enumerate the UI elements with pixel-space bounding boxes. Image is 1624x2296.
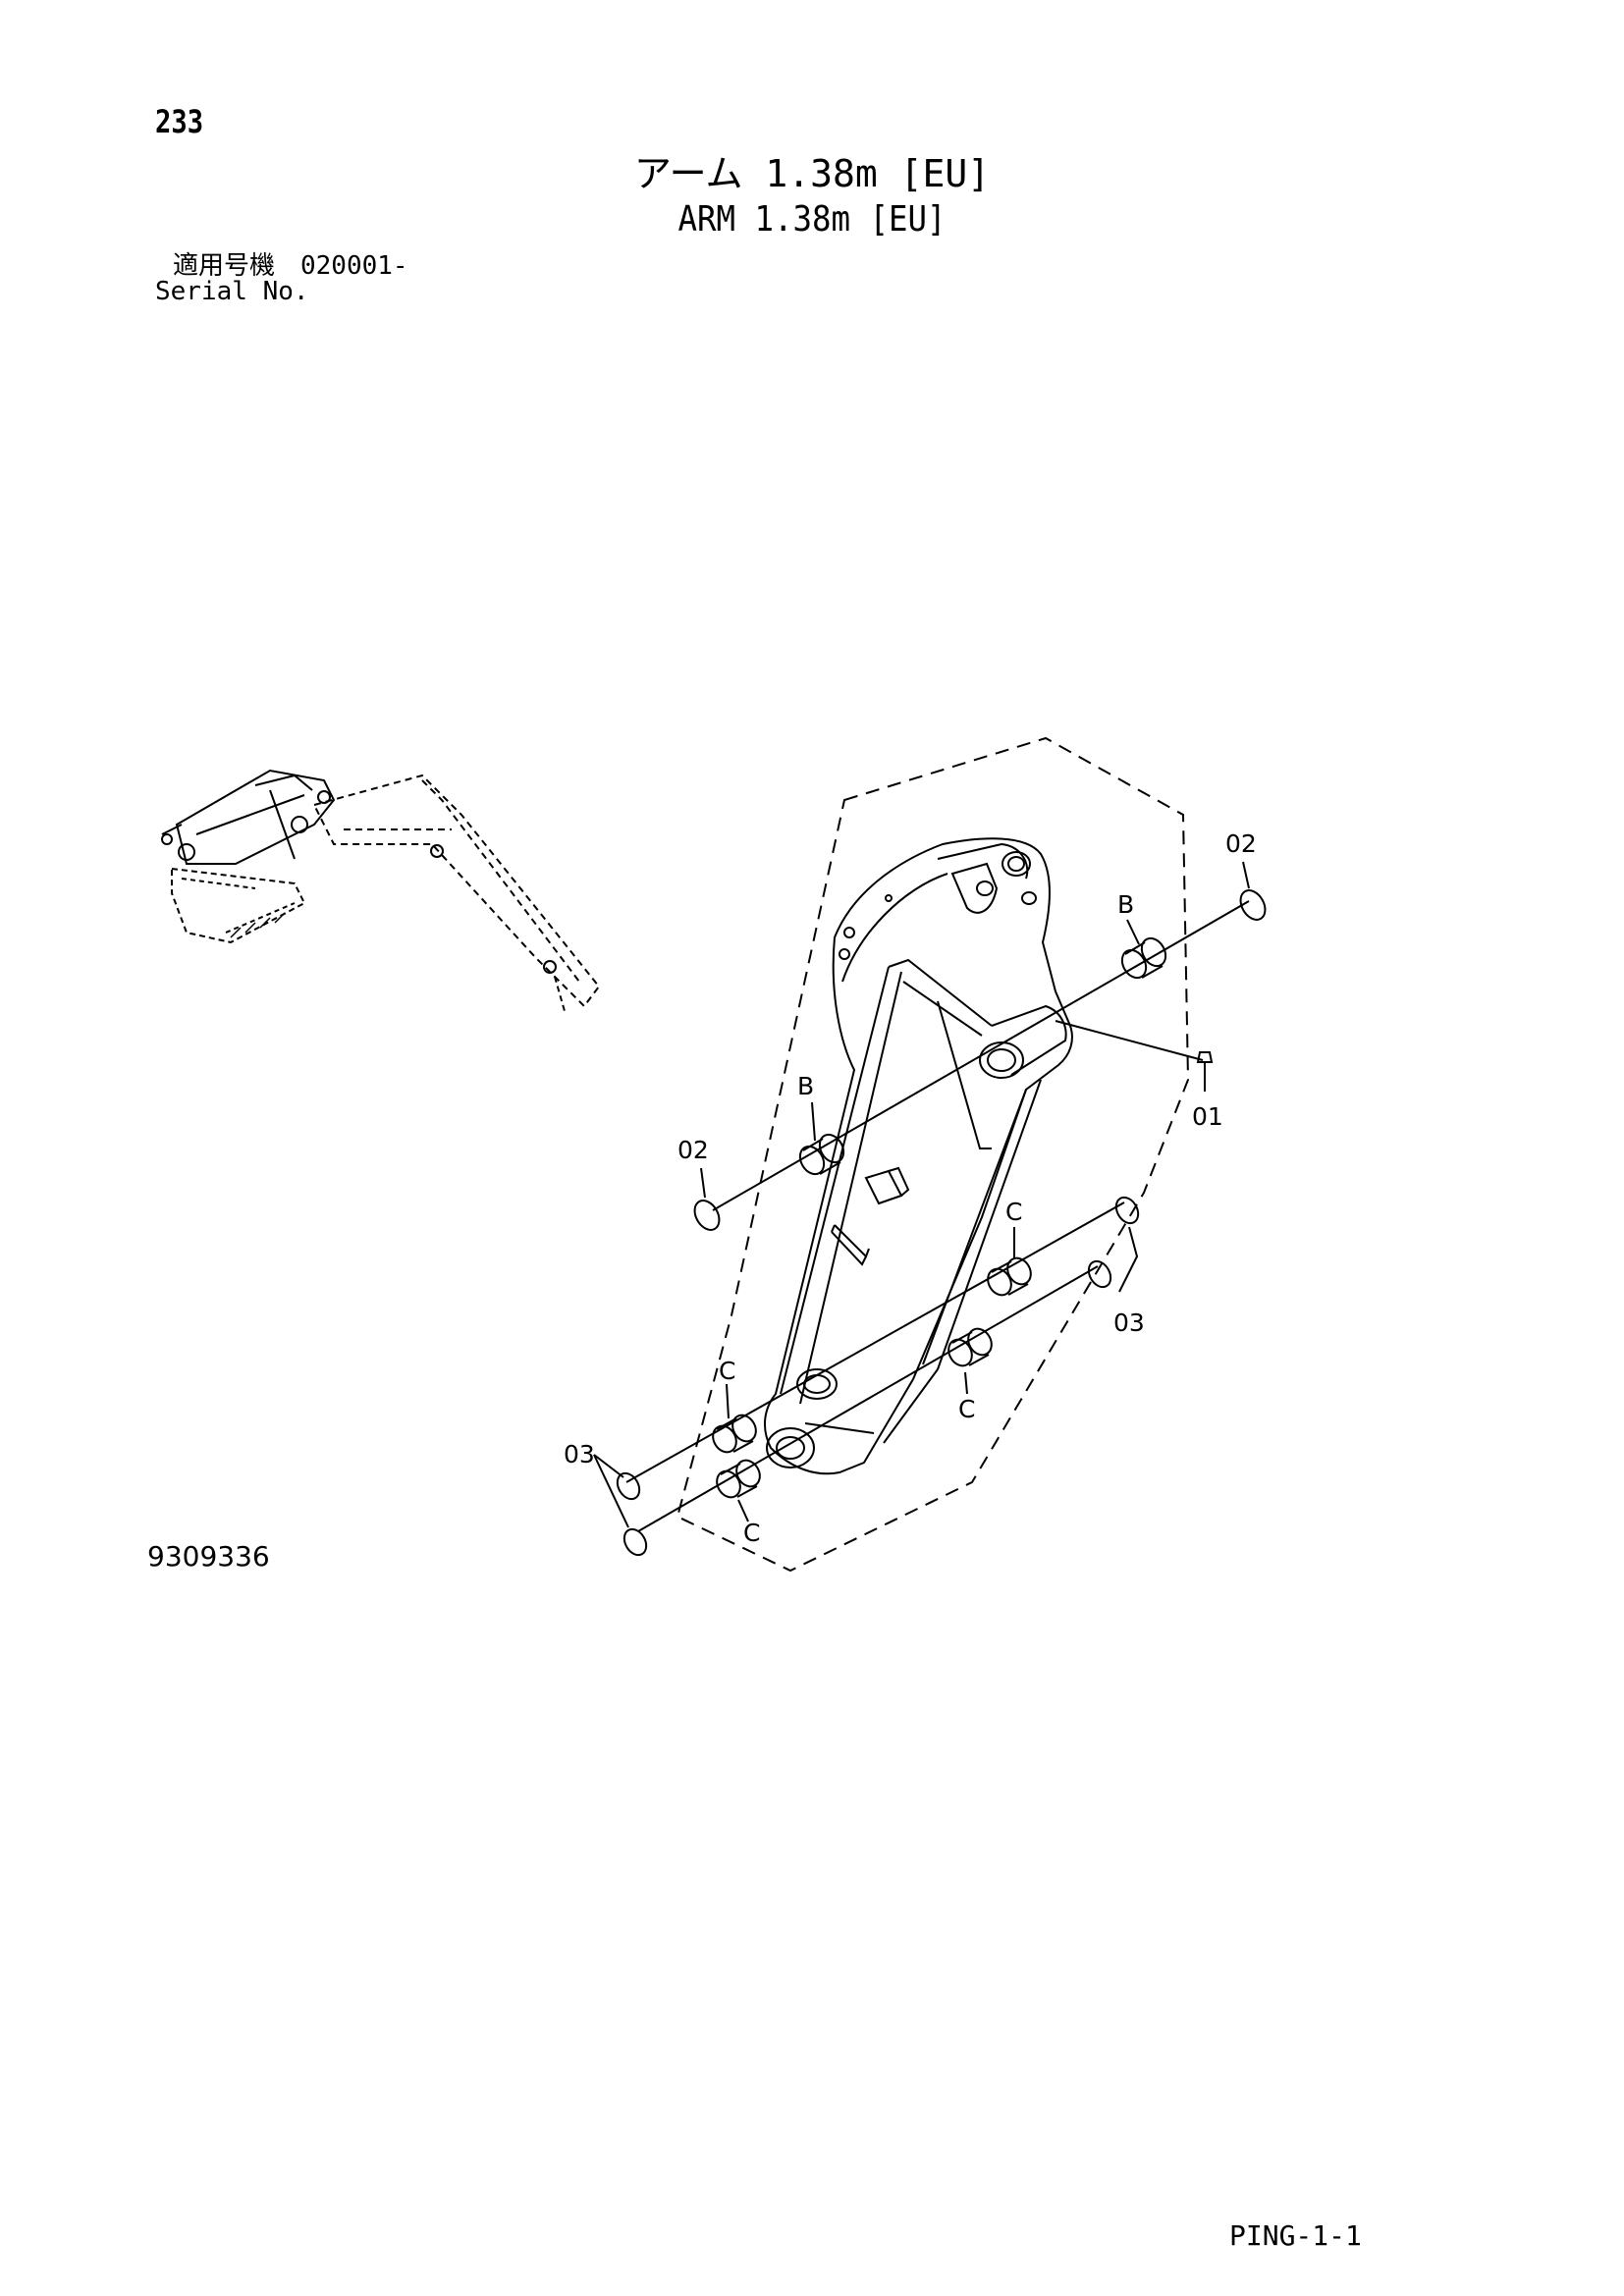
callout-c-right-upper: C	[1005, 1198, 1022, 1226]
part-02-ring-top	[1239, 889, 1267, 921]
title-english: ARM 1.38m [EU]	[677, 199, 947, 240]
callout-c-right-lower: C	[958, 1395, 975, 1423]
serial-label: Serial No.	[155, 277, 309, 306]
part-03-ring-left-lower	[623, 1527, 648, 1557]
callout-b-right: B	[1117, 890, 1134, 919]
arm-body	[764, 837, 1073, 1475]
callout-03-left: 03	[564, 1440, 595, 1468]
bushing-c-left-lower	[716, 1459, 761, 1499]
bushing-b-right	[1120, 936, 1167, 980]
part-03-ring-left-upper	[616, 1471, 641, 1501]
bushing-c-left-upper	[712, 1414, 757, 1454]
callout-03-right: 03	[1113, 1308, 1145, 1337]
sheet-code: PING-1-1	[1229, 2219, 1362, 2252]
assembly-outline	[676, 736, 1190, 1573]
callout-c-left-lower: C	[743, 1519, 760, 1547]
callout-02-top: 02	[1225, 829, 1257, 858]
serial-applicability: 適用号機 020001-	[173, 251, 408, 281]
excavator-thumbnail	[161, 769, 601, 1012]
callout-c-left-upper: C	[719, 1357, 735, 1385]
part-03-ring-right-lower	[1087, 1259, 1112, 1289]
bushing-c-right-lower	[947, 1327, 993, 1367]
part-01-grease-fitting	[1196, 1051, 1214, 1092]
part-02-ring-left	[693, 1200, 721, 1231]
page-number: 233	[155, 103, 204, 140]
callout-b-left: B	[797, 1072, 814, 1100]
drawing-number: 9309336	[147, 1540, 270, 1573]
bushing-b-left	[798, 1133, 845, 1176]
part-03-ring-right-upper	[1114, 1196, 1140, 1225]
callout-02-left: 02	[677, 1136, 709, 1164]
title-japanese: アーム 1.38m [EU]	[633, 152, 991, 195]
bushing-c-right-upper	[987, 1256, 1032, 1297]
callout-01: 01	[1192, 1102, 1223, 1131]
